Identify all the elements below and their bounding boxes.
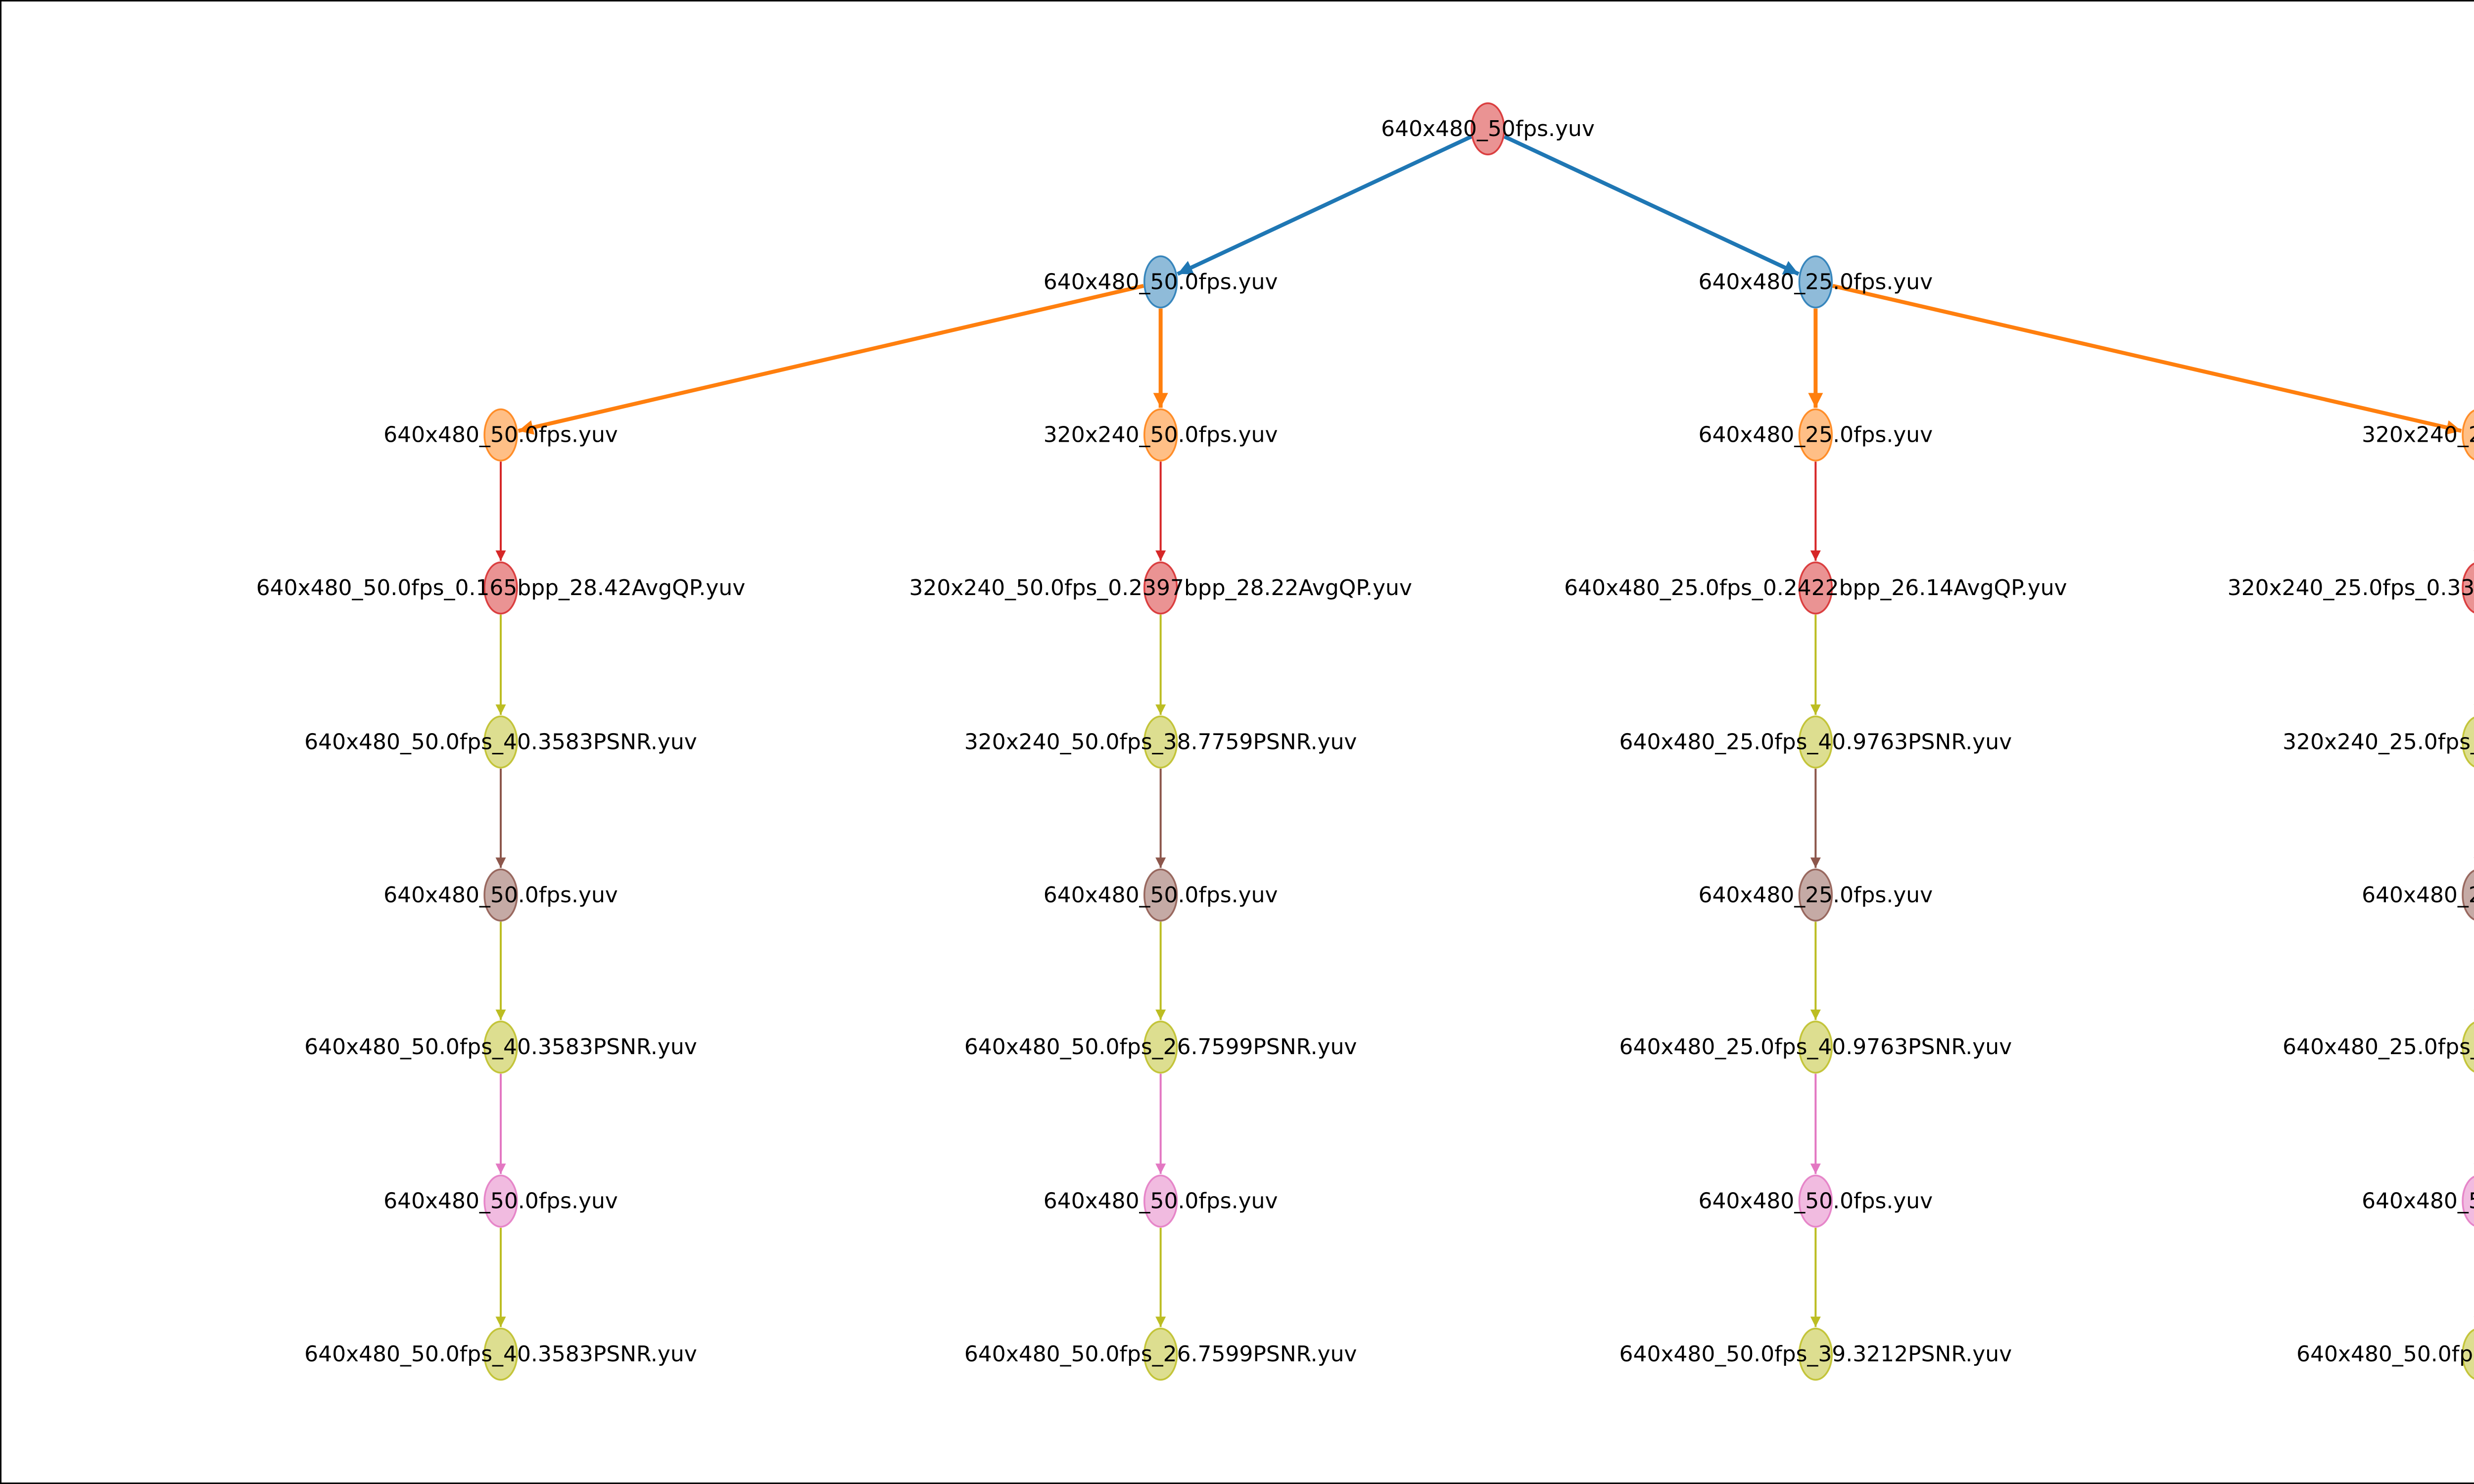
graph-node	[483, 868, 518, 922]
node-label: 640x480_25.0fps_40.9763PSNR.yuv	[1619, 730, 2012, 755]
graph-node	[1143, 868, 1178, 922]
node-label: 640x480_50.0fps.yuv	[383, 882, 618, 908]
node-label: 640x480_50.0fps.yuv	[383, 422, 618, 448]
node-label: 640x480_50.0fps.yuv	[1044, 269, 1278, 294]
node-label: 640x480_25.0fps_26.6625PSNR.yuv	[2283, 1034, 2474, 1060]
graph-edge-downFrameRateStage	[1177, 135, 1473, 276]
graph-node	[1798, 868, 1833, 922]
graph-node	[2462, 1329, 2474, 1380]
node-label: 320x240_50.0fps.yuv	[1044, 422, 1278, 448]
node-label: 320x240_50.0fps_0.2397bpp_28.22AvgQP.yuv	[909, 575, 1412, 601]
node-label: 640x480_50.0fps.yuv	[1698, 1189, 1933, 1214]
node-label: 640x480_50.0fps_26.7599PSNR.yuv	[964, 1034, 1357, 1060]
node-label: 640x480_50.0fps.yuv	[2362, 1189, 2474, 1214]
graph-node	[1798, 1174, 1833, 1228]
node-label: 640x480_50.0fps.yuv	[1044, 1189, 1278, 1214]
node-label: 640x480_50.0fps.yuv	[383, 1189, 618, 1214]
graph-node	[1143, 408, 1178, 462]
graph-node	[483, 1327, 518, 1381]
graph-node	[1798, 715, 1833, 769]
label-layer: 640x480_50fps.yuv 640x480_50.0fps.yuv 640x…	[256, 116, 2474, 1367]
graph-node	[2462, 409, 2474, 461]
node-label: 640x480_50.0fps_26.7599PSNR.yuv	[964, 1342, 1357, 1367]
node-label: 640x480_50.0fps_0.165bpp_28.42AvgQP.yuv	[256, 575, 746, 601]
graph-node	[1798, 1327, 1833, 1381]
node-label: 640x480_50.0fps_40.3583PSNR.yuv	[304, 1034, 697, 1060]
graph-node	[1143, 1327, 1178, 1381]
node-label: 640x480_25.0fps_40.9763PSNR.yuv	[1619, 1034, 2012, 1060]
graph-node	[1143, 1020, 1178, 1074]
graph-node	[2462, 562, 2474, 614]
graph-node	[483, 408, 518, 462]
graph-node	[483, 715, 518, 769]
graph-node	[1143, 561, 1178, 615]
graph-node	[2462, 1021, 2474, 1073]
graph-node	[483, 1020, 518, 1074]
graph-edge-downResolutionStage	[518, 283, 1144, 435]
graph-node	[483, 1174, 518, 1228]
graph-node	[1798, 561, 1833, 615]
graph-node	[1471, 102, 1505, 156]
edge-layer	[495, 135, 2474, 1327]
node-label: 320x240_25.0fps_0.3382bpp_26.31AvgQP.yuv	[2228, 575, 2474, 601]
graph-node	[2462, 869, 2474, 921]
graph-node	[1798, 408, 1833, 462]
node-label: 640x480_50.0fps_40.3583PSNR.yuv	[304, 1342, 697, 1367]
node-label: 640x480_25.0fps.yuv	[1698, 422, 1933, 448]
node-label: 640x480_25.0fps.yuv	[1698, 269, 1933, 294]
node-label: 640x480_50.0fps_27.43PSNR.yuv	[2296, 1342, 2474, 1367]
graph-node	[1143, 255, 1178, 309]
graph-node	[1143, 715, 1178, 769]
node-layer	[483, 102, 2474, 1381]
node-label: 320x240_25.0fps_39.3294PSNR.yuv	[2283, 730, 2474, 755]
graph-node	[1143, 1174, 1178, 1228]
graph-node	[1798, 255, 1833, 309]
graph-node	[1798, 1020, 1833, 1074]
graph-node	[483, 561, 518, 615]
node-label: 320x240_25.0fps.yuv	[2362, 422, 2474, 448]
node-label: 640x480_25.0fps_0.2422bpp_26.14AvgQP.yuv	[1564, 575, 2067, 601]
graph-edge-downResolutionStage	[1832, 283, 2462, 435]
node-label: 640x480_50.0fps.yuv	[1044, 882, 1278, 908]
graph-edge-downFrameRateStage	[1503, 135, 1800, 276]
node-label: 640x480_50.0fps_40.3583PSNR.yuv	[304, 730, 697, 755]
node-label: 320x240_50.0fps_38.7759PSNR.yuv	[964, 730, 1357, 755]
node-label: 640x480_50.0fps_39.3212PSNR.yuv	[1619, 1342, 2012, 1367]
node-label: 640x480_25.0fps.yuv	[1698, 882, 1933, 908]
node-label: 640x480_50fps.yuv	[1381, 116, 1595, 141]
graph-node	[2462, 1175, 2474, 1227]
node-label: 640x480_25.0fps.yuv	[2362, 882, 2474, 908]
graph-node	[2462, 716, 2474, 768]
